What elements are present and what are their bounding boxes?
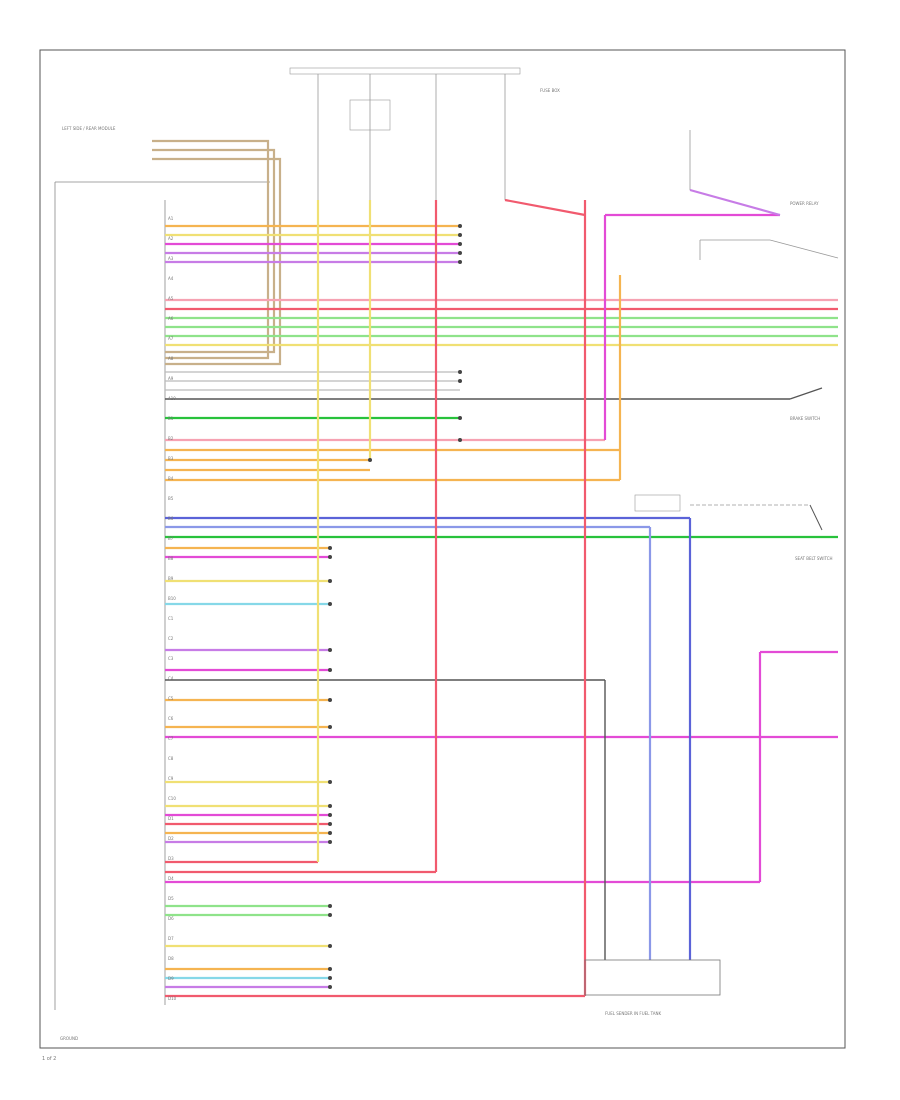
connector-pin: D5	[168, 896, 174, 901]
footer-code: 1 of 2	[42, 1056, 56, 1062]
connector-pin: D10	[168, 996, 177, 1001]
connector-pin: C2	[168, 636, 174, 641]
seat-switch-label: SEAT BELT SWITCH	[795, 556, 833, 561]
connector-pin: B10	[168, 596, 176, 601]
connector-pin: B2	[168, 436, 174, 441]
connector-pin: A8	[168, 356, 174, 361]
connector-pin: C10	[168, 796, 176, 801]
connector-pin: A9	[168, 376, 174, 381]
connector-pin: D4	[168, 876, 174, 881]
connector-pin: C3	[168, 656, 174, 661]
diagram-frame	[39, 49, 846, 1049]
connector-pin: D1	[168, 816, 174, 821]
connector-pin: B6	[168, 516, 174, 521]
fuel-sender: FUEL SENDER IN FUEL TANK	[584, 959, 721, 1016]
connector-pin: B1	[168, 416, 174, 421]
power-relay-label: POWER RELAY	[790, 201, 819, 206]
connector-pin: A6	[168, 316, 174, 321]
connector-pin: A2	[168, 236, 174, 241]
fuse-box-label: FUSE BOX	[540, 88, 560, 93]
connector-pin: D8	[168, 956, 174, 961]
fuel-sender-label: FUEL SENDER IN FUEL TANK	[605, 1011, 662, 1016]
connector-pin: D3	[168, 856, 174, 861]
connector-pin: B4	[168, 476, 174, 481]
connector-pin-labels: A1A2A3A4A5A6A7A8A9A10B1B2B3B4B5B6B7B8B9B…	[168, 216, 177, 1001]
brake-switch-label: BRAKE SWITCH	[790, 416, 820, 421]
connector-pin: A4	[168, 276, 174, 281]
splice-dots	[328, 224, 462, 989]
connector-pin: B7	[168, 536, 174, 541]
connector-pin: C1	[168, 616, 174, 621]
connector-pin: A3	[168, 256, 174, 261]
connector-pin: D9	[168, 976, 174, 981]
ground-label: GROUND	[60, 1036, 78, 1041]
connector-pin: C5	[168, 696, 174, 701]
connector-pin: D2	[168, 836, 174, 841]
connector-pin: B3	[168, 456, 174, 461]
vertical-wires	[316, 198, 838, 996]
connector-pin: C7	[168, 736, 174, 741]
fuse-box: FUSE BOX	[289, 67, 560, 200]
connector-pin: A5	[168, 296, 174, 301]
module-left-label: LEFT SIDE / REAR MODULE	[62, 126, 116, 131]
brake-switch: BRAKE SWITCH	[700, 387, 823, 421]
connector-pin: D7	[168, 936, 174, 941]
connector-pin: A10	[168, 396, 176, 401]
connector-pin: C9	[168, 776, 174, 781]
connector-pin: A7	[168, 336, 174, 341]
connector-pin: B9	[168, 576, 174, 581]
power-relay: POWER RELAY	[689, 130, 839, 260]
connector-pin: D6	[168, 916, 174, 921]
harness-wires	[165, 224, 838, 998]
connector-pin: C6	[168, 716, 174, 721]
connector-pin: B8	[168, 556, 174, 561]
connector-pin: B5	[168, 496, 174, 501]
seat-belt-switch: SEAT BELT SWITCH	[634, 494, 833, 561]
connector-pin: C8	[168, 756, 174, 761]
connector-pin: A1	[168, 216, 174, 221]
connector-pin: C4	[168, 676, 174, 681]
